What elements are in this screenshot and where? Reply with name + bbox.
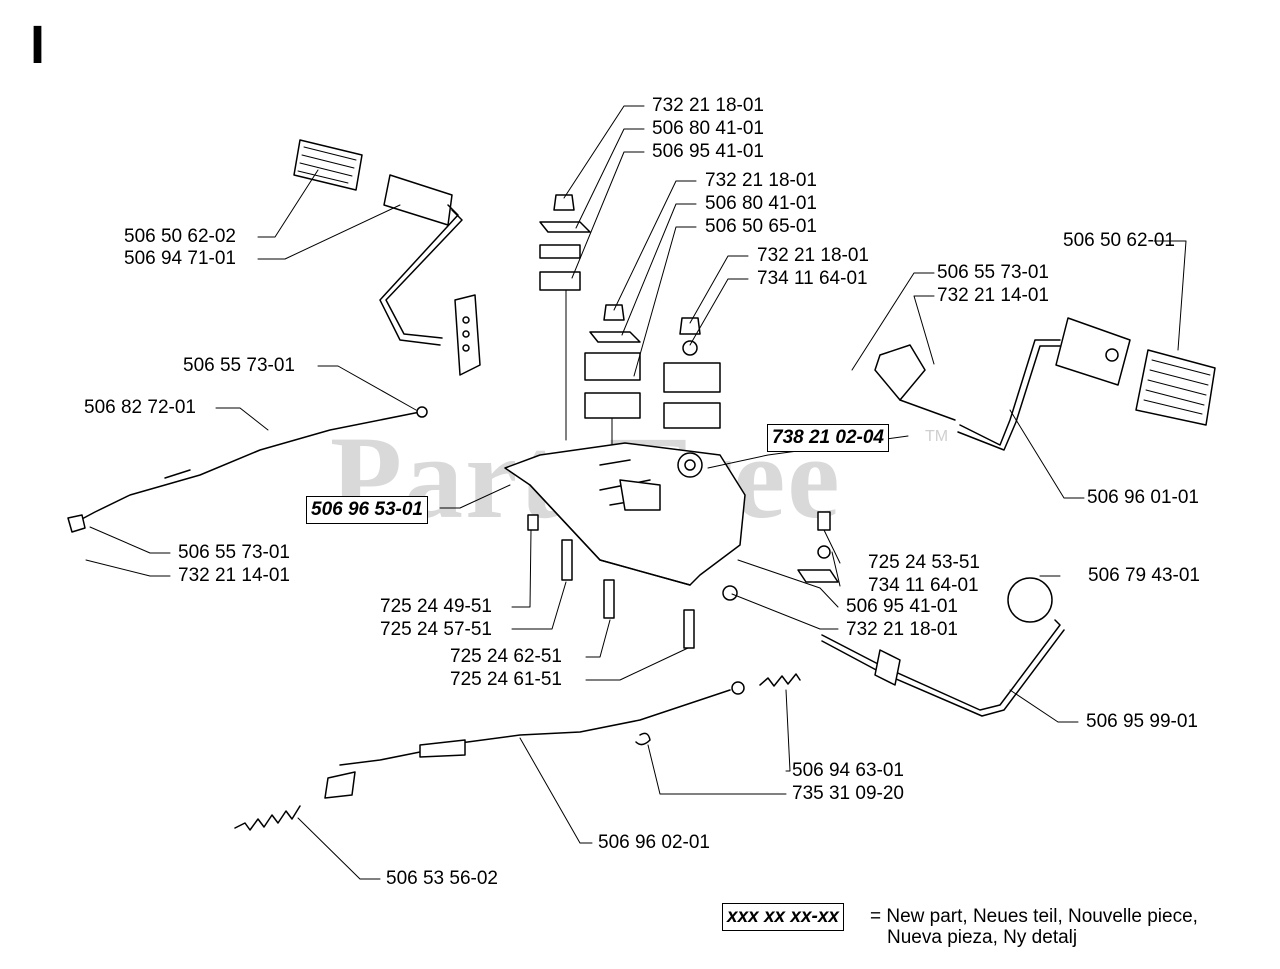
part-label: 506 50 62-02 (124, 226, 236, 247)
part-label: 506 79 43-01 (1088, 565, 1200, 586)
part-label: 506 94 63-01 (792, 760, 904, 781)
springs (234, 673, 801, 831)
part-label: 506 95 99-01 (1086, 711, 1198, 732)
part-label: 506 55 73-01 (178, 542, 290, 563)
watermark-tm: TM (925, 428, 949, 445)
part-label: 725 24 62-51 (450, 646, 562, 667)
lower-cable (324, 681, 745, 799)
part-label: 506 95 41-01 (652, 141, 764, 162)
right-pedal-arm (874, 317, 1131, 451)
part-label: 734 11 64-01 (757, 268, 868, 289)
legend-text: Nueva pieza, Ny detalj (887, 927, 1078, 948)
left-pedal-pad (293, 139, 363, 191)
part-label: 732 21 18-01 (846, 619, 958, 640)
new-part-label: 506 96 53-01 (306, 496, 428, 524)
part-label: 506 50 62-01 (1063, 230, 1175, 251)
part-label: 506 55 73-01 (937, 262, 1049, 283)
part-label: 506 94 71-01 (124, 248, 236, 269)
pivot-stack-1 (539, 194, 591, 441)
leader-lines (85, 105, 1187, 880)
part-label: 506 53 56-02 (386, 868, 498, 889)
part-label: 725 24 57-51 (380, 619, 492, 640)
part-label: 732 21 18-01 (757, 245, 869, 266)
part-label: 506 55 73-01 (183, 355, 295, 376)
part-label: 725 24 49-51 (380, 596, 492, 617)
pivot-stack-2 (584, 304, 641, 463)
part-label: 732 21 18-01 (705, 170, 817, 191)
part-label: 506 80 41-01 (705, 193, 817, 214)
legend-sample-box: xxx xx xx-xx (722, 903, 844, 931)
mounting-plate (504, 442, 746, 586)
part-label: 725 24 61-51 (450, 669, 562, 690)
control-rod (821, 577, 1065, 717)
legend-text: = New part, Neues teil, Nouvelle piece, (870, 906, 1198, 927)
part-label: 732 21 18-01 (652, 95, 764, 116)
left-pedal-arm (379, 174, 481, 376)
part-label: 732 21 14-01 (178, 565, 290, 586)
pivot-stack-3 (663, 317, 721, 429)
retaining-clip (635, 732, 651, 746)
part-label: 734 11 64-01 (868, 575, 979, 596)
upper-cable (67, 406, 428, 533)
part-label: 506 95 41-01 (846, 596, 958, 617)
part-label: 506 96 02-01 (598, 832, 710, 853)
part-label: 506 80 41-01 (652, 118, 764, 139)
part-label: 735 31 09-20 (792, 783, 904, 804)
part-label: 732 21 14-01 (937, 285, 1049, 306)
section-letter: I (30, 15, 46, 75)
part-label: 725 24 53-51 (868, 552, 980, 573)
part-label: 506 82 72-01 (84, 397, 196, 418)
part-label: 506 96 01-01 (1087, 487, 1199, 508)
bolts (527, 511, 839, 649)
new-part-label: 738 21 02-04 (767, 424, 889, 452)
part-label: 506 50 65-01 (705, 216, 817, 237)
right-pedal-pad (1135, 349, 1216, 426)
